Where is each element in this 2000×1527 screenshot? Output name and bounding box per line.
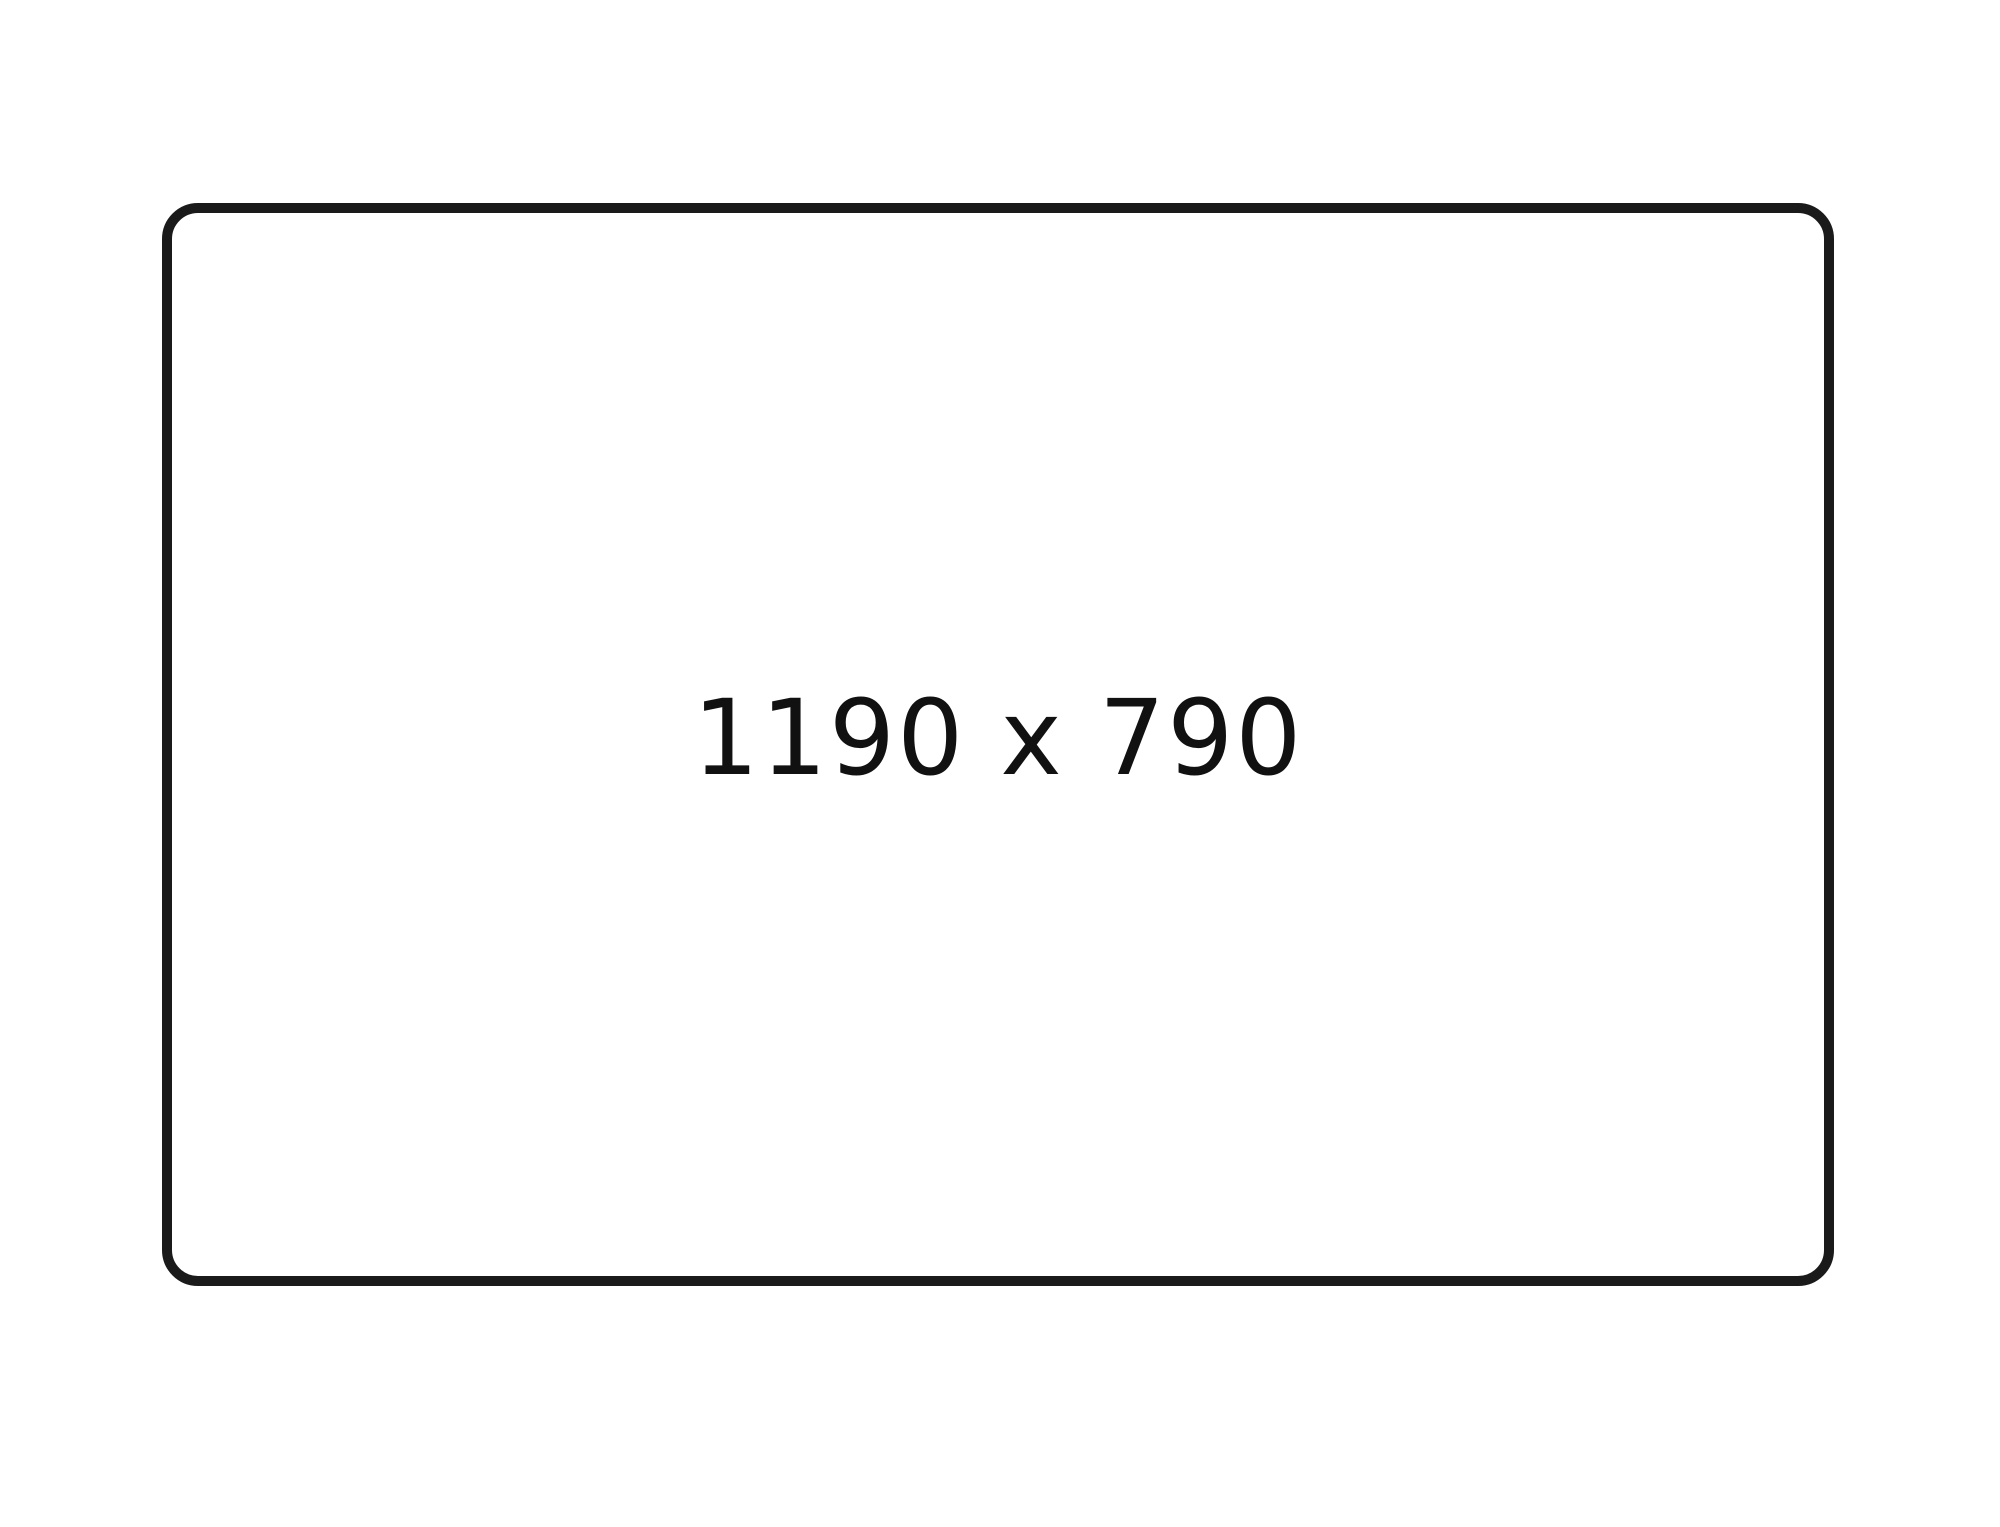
dimension-label: 1190 x 790 [692, 676, 1304, 799]
placeholder-frame: 1190 x 790 [162, 203, 1834, 1286]
